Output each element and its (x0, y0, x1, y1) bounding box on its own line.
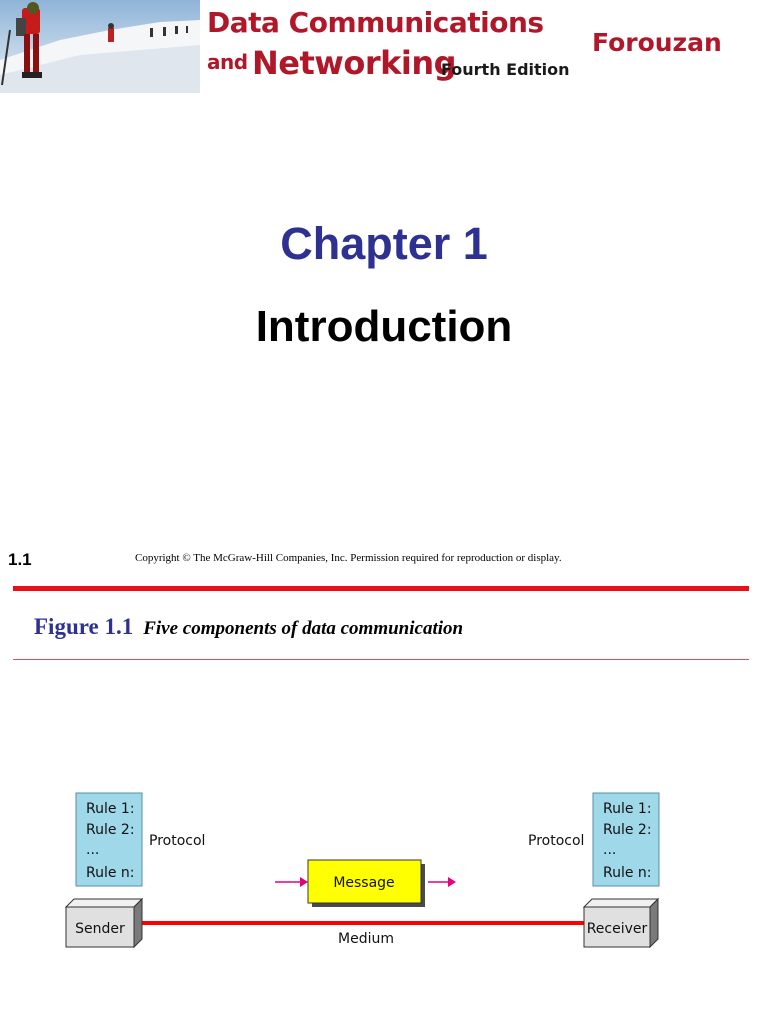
medium-line (140, 921, 586, 925)
book-title-and: and (207, 50, 248, 74)
copyright-notice: Copyright © The McGraw-Hill Companies, I… (135, 552, 562, 564)
receiver-rule-n: Rule n: (603, 865, 652, 881)
thin-divider (13, 659, 749, 660)
book-title-line1: Data Communications (207, 6, 544, 39)
receiver-rules-box (592, 792, 660, 887)
book-title-line2: Networking (252, 44, 457, 82)
message-box (307, 859, 422, 904)
red-divider (13, 586, 749, 591)
mountain-climbers-photo (0, 0, 200, 93)
medium-label: Medium (338, 931, 394, 947)
sender-rule-ellipsis: ... (86, 842, 99, 858)
receiver-rule-ellipsis: ... (603, 842, 616, 858)
figure-label: Figure 1.1 Five components of data commu… (34, 614, 463, 640)
data-communication-diagram: Rule 1: Rule 2: ... Rule n: Protocol Rul… (64, 792, 660, 949)
figure-caption: Five components of data communication (143, 618, 464, 639)
protocol-label-right: Protocol (528, 833, 584, 849)
chapter-subtitle: Introduction (255, 302, 513, 351)
sender-label: Sender (75, 921, 125, 937)
receiver-device: Receiver (582, 897, 660, 949)
chapter-title: Chapter 1 (280, 218, 488, 269)
book-author: Forouzan (592, 28, 722, 57)
sender-device: Sender (64, 897, 144, 949)
protocol-label-left: Protocol (149, 833, 205, 849)
figure-number: Figure 1.1 (34, 614, 134, 639)
book-banner: Data Communications and Networking Fourt… (0, 0, 768, 93)
arrow-head-in-icon (300, 877, 308, 887)
sender-rule-n: Rule n: (86, 865, 135, 881)
sender-rule-2: Rule 2: (86, 822, 135, 838)
book-edition: Fourth Edition (441, 60, 570, 79)
receiver-rule-1: Rule 1: (603, 801, 652, 817)
sender-rules-box (75, 792, 143, 887)
receiver-label: Receiver (587, 921, 648, 937)
message-label: Message (333, 875, 394, 891)
arrow-head-out-icon (448, 877, 456, 887)
receiver-rule-2: Rule 2: (603, 822, 652, 838)
slide-number: 1.1 (8, 550, 32, 569)
sender-rule-1: Rule 1: (86, 801, 135, 817)
